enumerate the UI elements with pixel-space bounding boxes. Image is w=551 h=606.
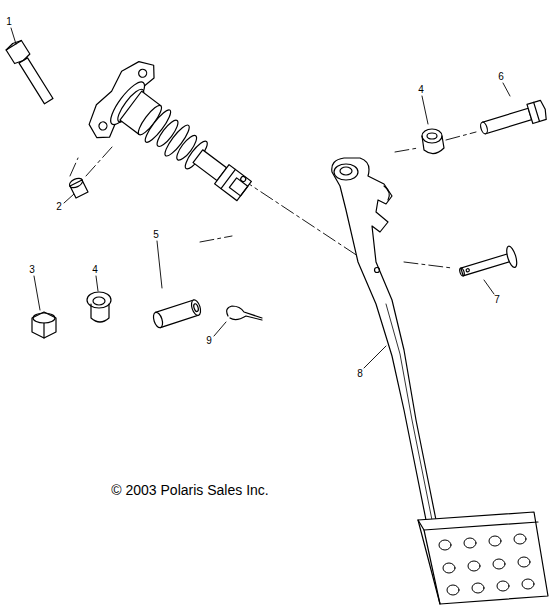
cotter-pin-9 xyxy=(227,306,262,320)
leader-lines xyxy=(11,28,510,368)
callout-number: 6 xyxy=(498,72,504,82)
brake-pedal-8 xyxy=(332,158,548,604)
alignment-lines xyxy=(70,132,476,268)
callout-number: 4 xyxy=(92,265,98,275)
nut-3 xyxy=(32,312,56,338)
bushing-2 xyxy=(68,176,88,198)
callout-number: 2 xyxy=(56,202,62,212)
callout-number: 5 xyxy=(153,230,159,240)
callout-number: 9 xyxy=(206,336,212,346)
bolt-6 xyxy=(478,100,548,139)
copyright-notice: © 2003 Polaris Sales Inc. xyxy=(111,483,268,497)
sleeve-5 xyxy=(152,299,203,329)
callout-number: 4 xyxy=(418,85,424,95)
pin-7 xyxy=(457,245,519,283)
callout-number: 3 xyxy=(29,265,35,275)
bolt-1 xyxy=(5,39,56,106)
master-cylinder xyxy=(81,52,272,228)
bushing-4 xyxy=(87,292,111,322)
callout-number: 8 xyxy=(357,369,363,379)
callout-number: 1 xyxy=(6,17,12,27)
callout-number: 7 xyxy=(494,295,500,305)
bushing-4-right xyxy=(422,129,444,154)
